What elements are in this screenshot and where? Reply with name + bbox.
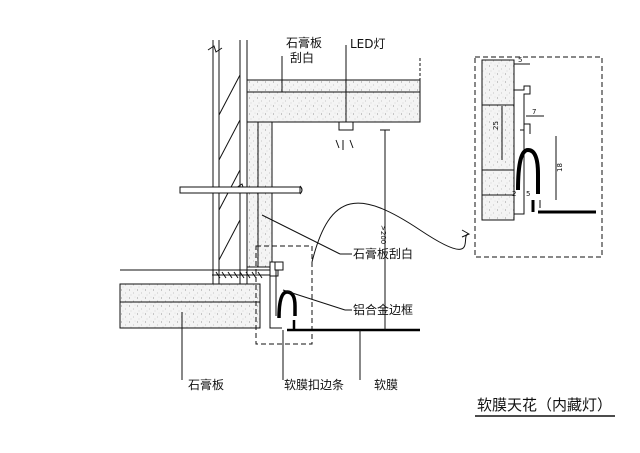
label-gypsum-board: 石膏板 bbox=[188, 377, 224, 392]
detail-connector bbox=[311, 202, 469, 263]
detail-callout-box bbox=[255, 245, 313, 345]
detail-membrane-clip bbox=[516, 147, 540, 194]
label-soft-membrane: 软膜 bbox=[374, 378, 398, 392]
dim-mid: 7 bbox=[532, 108, 536, 116]
dim-spacing: >200 bbox=[379, 225, 387, 244]
dim-top: 5 bbox=[518, 56, 522, 64]
vertical-gypsum-board bbox=[246, 121, 273, 268]
dim-bottom-right: 5 bbox=[526, 190, 530, 198]
dim-bottom-left: 2 bbox=[512, 190, 516, 198]
lower-gypsum-board bbox=[119, 283, 261, 329]
led-fixture bbox=[335, 45, 354, 150]
label-gypsum-scrape-top-2: 刮白 bbox=[290, 50, 314, 65]
ceiling-gypsum-board bbox=[246, 79, 421, 123]
dim-left-height: 25 bbox=[492, 121, 500, 130]
label-led-light: LED灯 bbox=[350, 37, 386, 51]
dim-right-height: 18 bbox=[556, 163, 564, 172]
main-section bbox=[119, 40, 471, 380]
membrane-clip bbox=[277, 290, 297, 319]
screw bbox=[212, 271, 274, 279]
label-aluminum-frame: 铝合金边框 bbox=[353, 302, 413, 317]
label-membrane-clip-strip: 软膜扣边条 bbox=[284, 378, 344, 392]
detail-frame bbox=[474, 56, 603, 258]
label-gypsum-scrape-top-1: 石膏板 bbox=[286, 35, 322, 50]
aluminum-frame bbox=[269, 268, 282, 329]
detail-view bbox=[474, 56, 603, 258]
drawing-title: 软膜天花（内藏灯） bbox=[477, 396, 612, 414]
label-gypsum-scrape-right: 石膏板刮白 bbox=[353, 246, 413, 261]
